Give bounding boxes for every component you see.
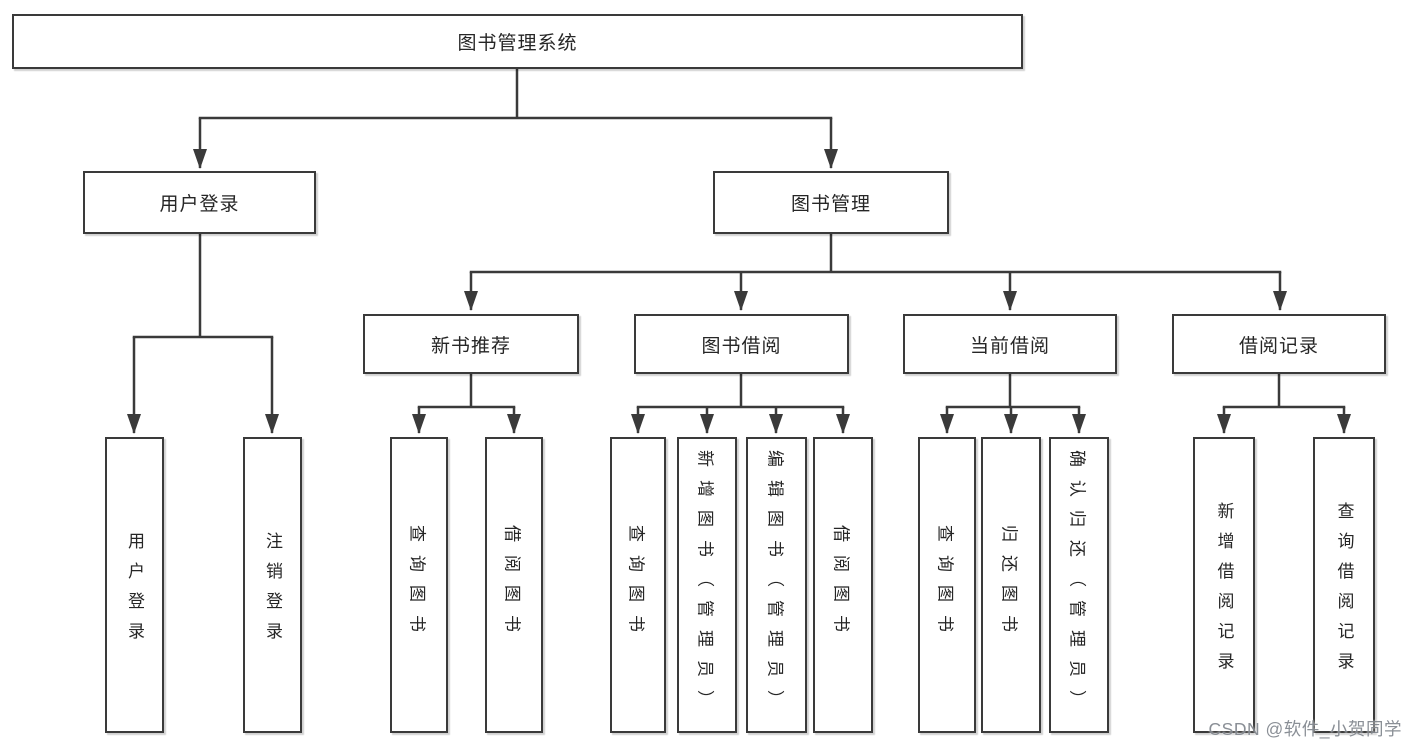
csdn-watermark: CSDN @软件_小贺同学 [1208,719,1402,739]
leaf-borrow-books-recommend: 借阅图书 [485,437,543,733]
leaf-borrow-books: 借阅图书 [813,437,873,733]
leaf-label: 归还图书 [999,525,1019,645]
node-label: 图书借阅 [701,335,782,357]
leaf-label: 新增借阅记录 [1214,501,1234,682]
leaf-confirm-return-admin: 确认归还（管理员） [1049,437,1109,733]
leaf-label: 用户登录 [125,531,144,652]
node-user-login: 用户登录 [83,171,316,234]
node-label: 图书管理 [790,194,871,215]
node-label: 借阅记录 [1238,335,1319,357]
leaf-label: 借阅图书 [831,525,851,645]
node-label: 用户登录 [159,194,240,215]
leaf-edit-books-admin: 编辑图书（管理员） [746,437,807,733]
node-borrowing-records: 借阅记录 [1172,314,1386,374]
node-library-management-system: 图书管理系统 [12,14,1023,69]
leaf-query-books-recommend: 查询图书 [390,437,448,733]
node-book-borrowing: 图书借阅 [634,314,849,374]
leaf-query-books-current: 查询图书 [918,437,976,733]
leaf-label: 查询图书 [935,525,955,645]
leaf-logout: 注销登录 [243,437,302,733]
leaf-label: 编辑图书（管理员） [765,450,784,720]
leaf-label: 借阅图书 [502,525,522,645]
leaf-add-books-admin: 新增图书（管理员） [677,437,737,733]
node-current-borrowing: 当前借阅 [903,314,1117,374]
node-label: 图书管理系统 [457,33,578,54]
leaf-label: 查询图书 [407,525,427,645]
leaf-add-borrow-record: 新增借阅记录 [1193,437,1255,733]
node-label: 新书推荐 [430,335,511,357]
leaf-query-books: 查询图书 [610,437,666,733]
node-label: 当前借阅 [969,335,1050,357]
leaf-label: 新增图书（管理员） [695,450,715,720]
leaf-user-login: 用户登录 [105,437,164,733]
node-new-book-recommend: 新书推荐 [363,314,579,374]
leaf-return-books: 归还图书 [981,437,1041,733]
leaf-label: 查询借阅记录 [1334,501,1354,682]
leaf-label: 确认归还（管理员） [1067,450,1087,720]
leaf-label: 查询图书 [626,525,646,645]
leaf-query-borrow-record: 查询借阅记录 [1313,437,1375,733]
leaf-label: 注销登录 [263,531,282,652]
node-book-management: 图书管理 [713,171,949,234]
